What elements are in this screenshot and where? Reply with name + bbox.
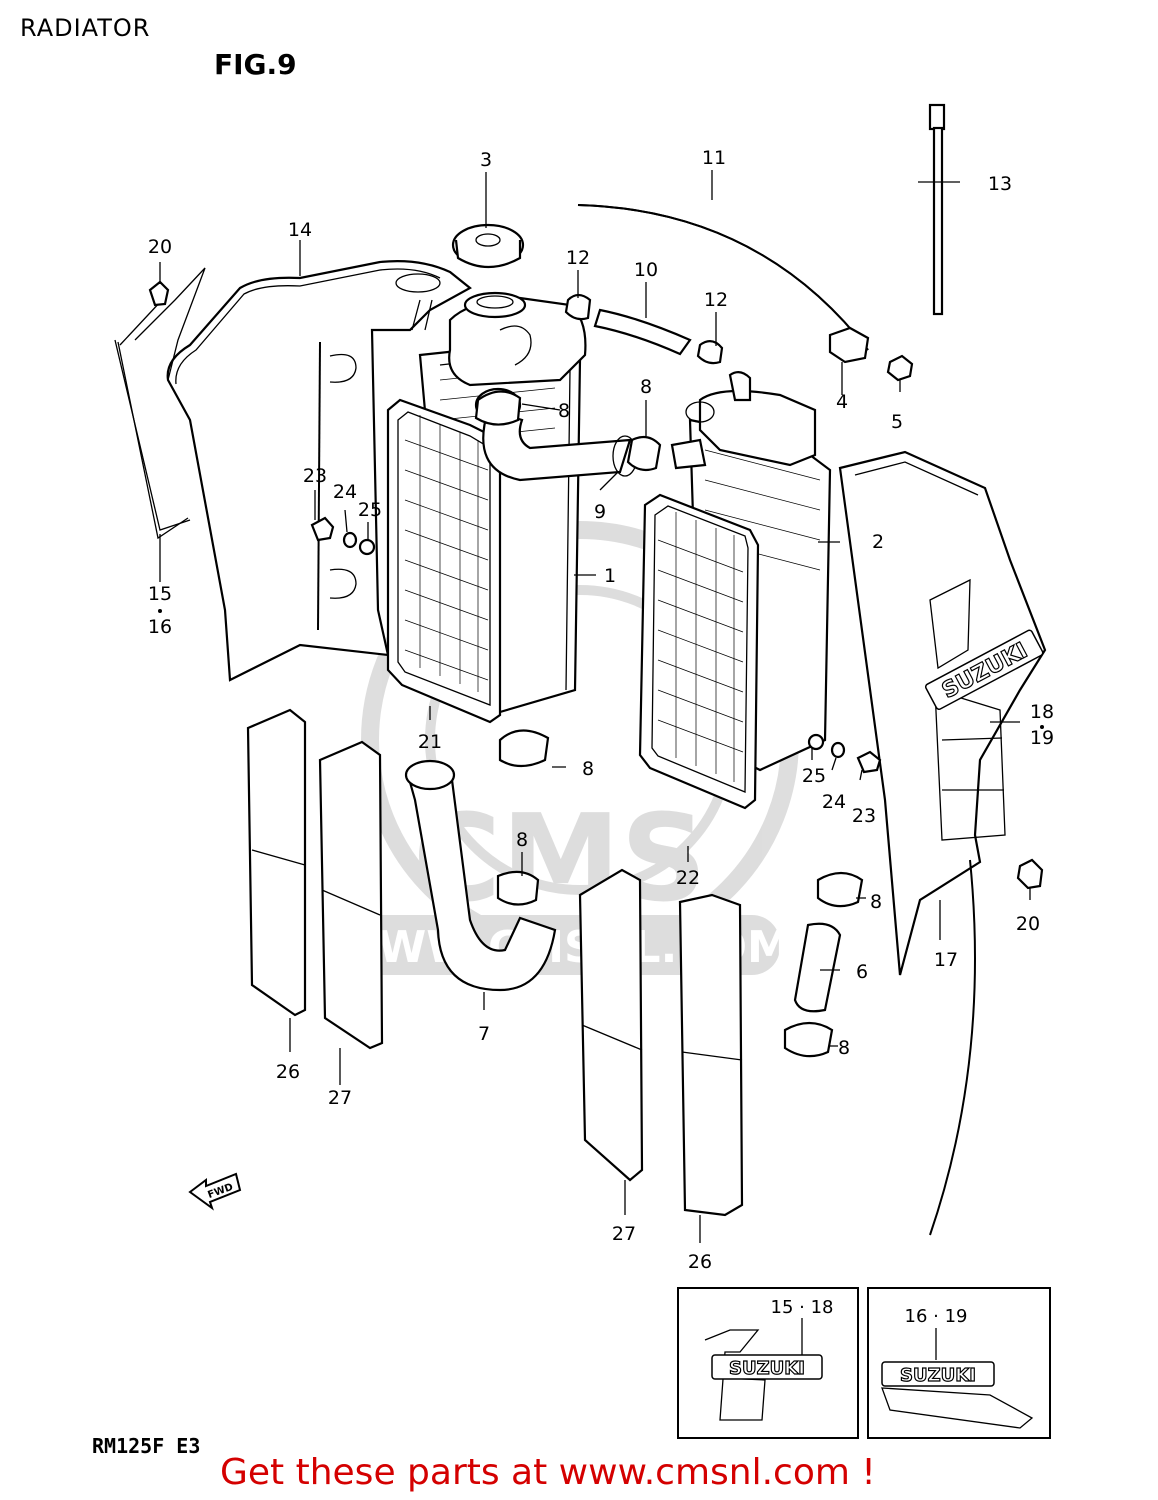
callout-22: 22: [676, 867, 700, 889]
callout-26-bottom: 26: [688, 1251, 712, 1273]
callout-8-bottom: 8: [838, 1037, 850, 1059]
screw-20b: [1016, 858, 1044, 890]
hose-6: [783, 871, 864, 1058]
model-code: RM125F E3: [92, 1434, 201, 1458]
detail-box-left-logo: SUZUKI: [729, 1358, 805, 1379]
screen-27b: [578, 868, 644, 1182]
fasteners-left: [310, 516, 376, 556]
callout-23-left: 23: [303, 465, 327, 487]
clamp-8a: [626, 435, 662, 472]
callout-11: 11: [702, 147, 726, 169]
callout-25-right: 25: [802, 765, 826, 787]
callout-14: 14: [288, 219, 312, 241]
callout-27-bottom: 27: [612, 1223, 636, 1245]
callout-15: 15: [148, 583, 172, 605]
right-shroud: SUZUKI: [838, 450, 1047, 976]
callout-12-lower: 12: [704, 289, 728, 311]
callout-24-left: 24: [333, 481, 357, 503]
clamp-12a: [564, 293, 592, 321]
callout-24-right: 24: [822, 791, 846, 813]
radiator-cap: [451, 223, 525, 268]
nut-5: [886, 354, 914, 382]
callout-8-lower-left: 8: [516, 829, 528, 851]
callout-20-left: 20: [148, 236, 172, 258]
callout-12-upper: 12: [566, 247, 590, 269]
screen-27a: [318, 740, 384, 1050]
callout-10: 10: [634, 259, 658, 281]
clamp-8b: [474, 390, 522, 426]
callout-2: 2: [872, 531, 884, 553]
callout-8-mid-left: 8: [582, 758, 594, 780]
detail-box-left: 15 · 18 SUZUKI: [677, 1287, 859, 1439]
callout-23-right: 23: [852, 805, 876, 827]
callout-8-upper-left: 8: [558, 400, 570, 422]
callout-18: 18: [1030, 701, 1054, 723]
figure-label: FIG.9: [214, 48, 297, 81]
screen-26b: [678, 893, 744, 1217]
cable-tie: [928, 103, 946, 316]
callout-7: 7: [478, 1023, 490, 1045]
detail-box-right-label: 16 · 19: [905, 1306, 968, 1327]
callout-20-right: 20: [1016, 913, 1040, 935]
grille-guard-right: [638, 493, 760, 810]
callout-13: 13: [988, 173, 1012, 195]
callout-17: 17: [934, 949, 958, 971]
callout-labels: 3 11 13 20 14 12 10 12 4 5 8 8 9 2 1 23 …: [148, 147, 1054, 1273]
promo-link[interactable]: Get these parts at www.cmsnl.com !: [220, 1452, 876, 1493]
bolt-4: [828, 326, 870, 364]
left-shroud: [114, 260, 472, 682]
detail-box-right: 16 · 19 SUZUKI: [867, 1287, 1051, 1439]
hose-7: [404, 759, 557, 992]
frame-line: [929, 859, 976, 1236]
detail-box-right-logo: SUZUKI: [900, 1365, 976, 1386]
clamp-8e: [816, 871, 864, 908]
clamp-8f: [783, 1021, 834, 1058]
callout-25-left: 25: [358, 499, 382, 521]
screw-20a: [148, 280, 170, 307]
clamp-8d: [496, 870, 540, 906]
callout-27-left: 27: [328, 1087, 352, 1109]
hose-10: [593, 308, 692, 356]
callout-8-upper-right: 8: [640, 376, 652, 398]
clamp-12b: [696, 340, 724, 365]
section-title: RADIATOR: [20, 14, 151, 42]
grille-guard-left: [386, 398, 502, 724]
callout-9: 9: [594, 501, 606, 523]
screen-26a: [246, 708, 307, 1017]
detail-box-left-label: 15 · 18: [771, 1297, 834, 1318]
callout-6: 6: [856, 961, 868, 983]
callout-21: 21: [418, 731, 442, 753]
callout-1: 1: [604, 565, 616, 587]
callout-3: 3: [480, 149, 492, 171]
callout-26-left: 26: [276, 1061, 300, 1083]
forward-arrow-icon: FWD: [188, 1172, 242, 1211]
decal-left-outline: [117, 341, 189, 540]
callout-8-lower-right: 8: [870, 891, 882, 913]
leader-lines: [159, 170, 1031, 1243]
callout-19: 19: [1030, 727, 1054, 749]
callout-5: 5: [891, 411, 903, 433]
clamp-8c: [498, 729, 550, 768]
callout-16: 16: [148, 616, 172, 638]
fasteners-right: [807, 733, 882, 774]
callout-4: 4: [836, 391, 848, 413]
